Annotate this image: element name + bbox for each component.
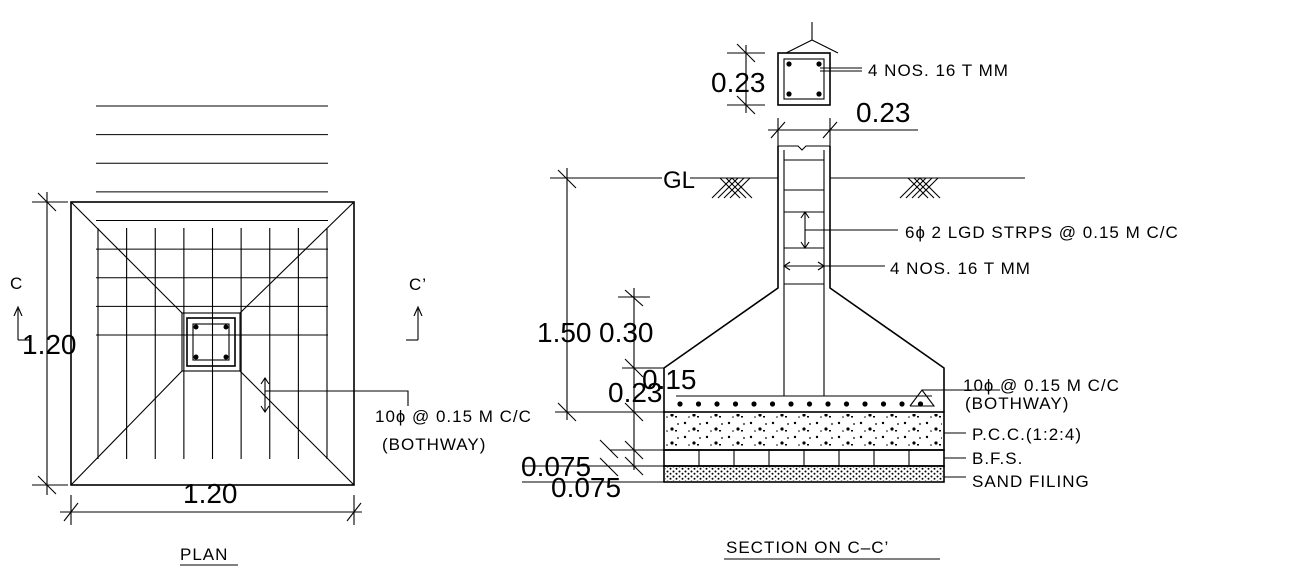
bottom-bar-dot (677, 401, 683, 407)
section-arrow-left (13, 305, 30, 341)
bottom-bar-dot (843, 401, 850, 407)
bottom-bar-dot (899, 401, 905, 407)
pcc-label: P.C.C.(1:2:4) (972, 425, 1082, 444)
depth-label: 1.50 (537, 317, 592, 348)
bottom-bar-dot (788, 401, 794, 407)
bottom-bar-note: 10ɸ @ 0.15 M C/C (963, 376, 1120, 395)
bottom-bar-dots (677, 401, 924, 407)
bottom-bar-dot (714, 401, 720, 407)
bottom-bar-dot (695, 401, 702, 407)
main-bars-note: 4 NOS. 16 T MM (890, 259, 1031, 278)
plan-bar-spacing-leader (260, 377, 409, 413)
column-side-label: 0.23 (711, 67, 766, 98)
plan-column-bars (193, 324, 229, 360)
bottom-bar-dot (862, 401, 868, 407)
plan-height-label: 1.20 (22, 329, 77, 360)
bottom-bar-dot (825, 401, 831, 407)
section-mark-left: C (10, 274, 23, 293)
taper-label: 0.30 (599, 317, 654, 348)
bottom-bar-note-2: (BOTHWAY) (965, 394, 1069, 413)
column-cross-section: 0.23 4 NOS. 16 T MM (711, 22, 1009, 115)
sand-layer (663, 465, 945, 483)
section-arrow-right (406, 305, 423, 341)
ground-hatch-right (899, 177, 941, 199)
bfs-thk-label: 0.075 (551, 472, 621, 503)
footing-left-outline (663, 146, 779, 412)
stirrup-leader (800, 211, 898, 249)
bottom-bar-dot (751, 401, 757, 407)
main-bars-leader (783, 261, 885, 271)
bottom-bar-dot (880, 401, 887, 407)
section-view: 0.23 GL (521, 97, 1179, 560)
bottom-bar-dot (806, 401, 813, 407)
footing-edge-label: 0.15 (642, 364, 697, 395)
pcc-thk-label: 0.075 (521, 451, 591, 482)
footing-thk-label: 0.23 (608, 377, 663, 408)
column-outline (777, 52, 831, 106)
footing-dimension (522, 288, 664, 483)
stirrup-note: 6ɸ 2 LGD STRPS @ 0.15 M C/C (905, 223, 1179, 242)
ground-hatch-left (711, 177, 753, 199)
column-bars (786, 61, 822, 97)
plan-view: 1.20 1.20 C C’ 10ɸ @ (10, 105, 532, 566)
section-title: SECTION ON C–C’ (726, 538, 889, 557)
footing-right-outline (829, 146, 945, 412)
plan-bar-note: 10ɸ @ 0.15 M C/C (375, 407, 532, 426)
plan-width-dimension (60, 495, 362, 525)
bottom-bar-leader (909, 389, 1000, 407)
bfs-label: B.F.S. (972, 449, 1023, 468)
column-bars-note: 4 NOS. 16 T MM (868, 61, 1009, 80)
depth-dimension (555, 168, 664, 422)
column-stirrups (784, 159, 824, 285)
plan-reinforcement-grid (96, 105, 328, 459)
plan-height-dimension (32, 192, 68, 495)
column-break-top (785, 39, 839, 54)
plan-width-label: 1.20 (183, 478, 238, 509)
plan-title: PLAN (180, 545, 228, 564)
section-mark-right: C’ (409, 275, 427, 294)
ground-level-label: GL (663, 167, 695, 194)
bottom-bar-dot (769, 401, 776, 407)
plan-column-outer (181, 312, 241, 372)
column-side-dimension (727, 43, 765, 115)
plan-footing-outline (70, 201, 355, 486)
column-tie (783, 58, 825, 100)
plan-column-tie (192, 323, 230, 361)
bottom-bar-dot (917, 401, 924, 407)
bottom-bar-dot (732, 401, 739, 407)
section-col-width-label: 0.23 (856, 97, 911, 128)
column-break-line (778, 145, 830, 151)
bfs-brick-joints (698, 450, 910, 466)
plan-column (186, 317, 236, 367)
sand-label: SAND FILING (972, 472, 1090, 491)
plan-bar-note-2: (BOTHWAY) (382, 435, 486, 454)
section-col-width-dimension (768, 118, 918, 146)
